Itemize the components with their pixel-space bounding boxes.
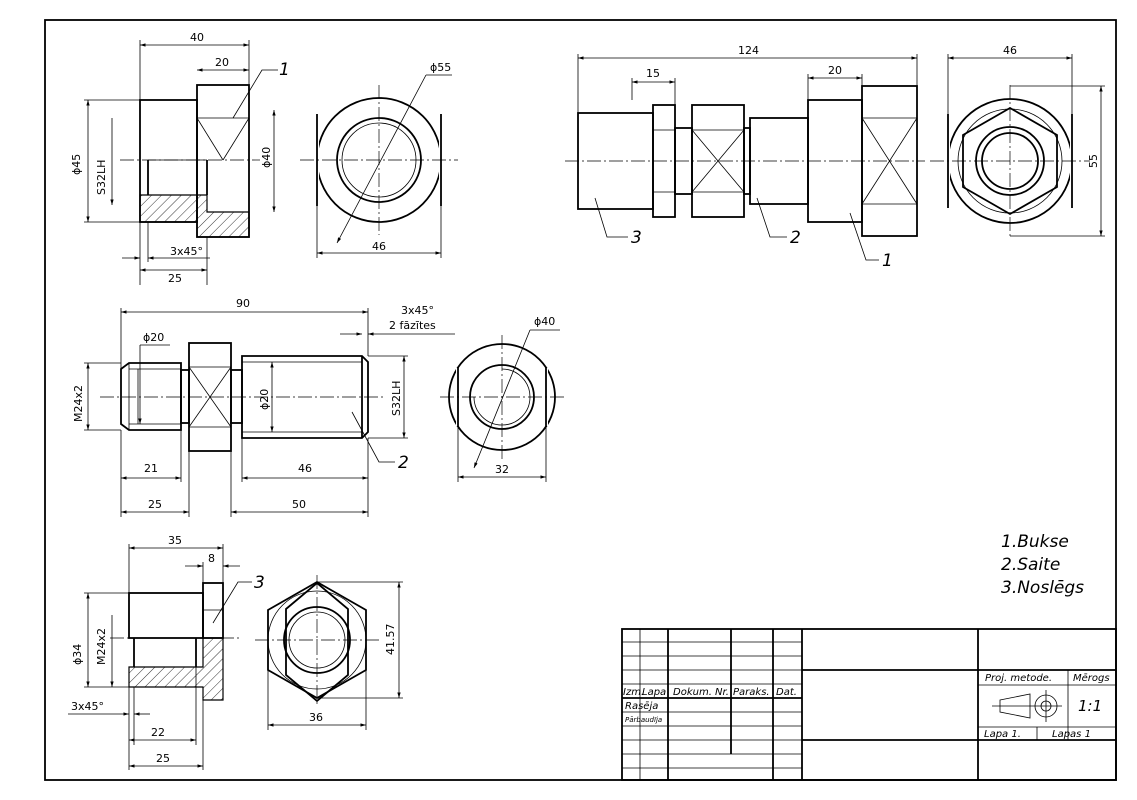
dim-rod-phi20b: ϕ20 [258, 389, 271, 410]
dim-rod-50: 50 [292, 498, 306, 511]
assembly-end-view: 46 55 [930, 44, 1105, 237]
dim-rod-chamfer: 3x45° [401, 304, 434, 317]
callout-3-asm: 3 [631, 228, 642, 248]
dim-rod-phi20a: ϕ20 [143, 331, 164, 344]
projection-symbol-icon [992, 690, 1062, 722]
dim-end-46: 46 [1003, 44, 1017, 57]
bukse-section-view: 40 20 ϕ45 S32LH ϕ40 3x45° 25 1 [70, 31, 290, 285]
dim-cap-25: 25 [156, 752, 170, 765]
dim-cap-8: 8 [208, 552, 215, 565]
dim-cap-35: 35 [168, 534, 182, 547]
dim-asm-124: 124 [738, 44, 759, 57]
dim-v1-chamfer: 3x45° [170, 245, 203, 258]
dim-cap-m24: M24x2 [95, 628, 108, 665]
title-block: Izm. Lapa Dokum. Nr. Paraks. Dat. Rasēja… [621, 628, 1117, 781]
dim-rodview-phi40: ϕ40 [534, 315, 555, 328]
dim-end-55: 55 [1087, 154, 1100, 168]
parts-list-item-3: 3.Noslēgs [1001, 578, 1084, 598]
dim-capview-36: 36 [309, 711, 323, 724]
dim-rod-chamfer-note: 2 fāzītes [389, 319, 436, 332]
callout-3-cap: 3 [254, 573, 265, 593]
assembly-view: 124 15 20 3 2 1 [565, 44, 925, 271]
tb-lapa: Lapa [642, 687, 666, 698]
dim-cap-phi34: ϕ34 [71, 644, 84, 665]
callout-1-asm: 1 [882, 251, 893, 271]
drawing-frame [44, 19, 1117, 781]
tb-scale: 1:1 [1078, 697, 1102, 715]
tb-proj-metode: Proj. metode. [985, 673, 1052, 684]
tb-raseja: Rasēja [625, 701, 658, 712]
dim-v1-25: 25 [168, 272, 182, 285]
tb-dokum: Dokum. Nr. [673, 687, 729, 698]
saite-end-view: ϕ40 32 [440, 315, 565, 482]
dim-cap-chamfer: 3x45° [71, 700, 104, 713]
tb-lapas-1: Lapas 1 [1052, 729, 1091, 740]
dim-rodview-32: 32 [495, 463, 509, 476]
dim-asm-15: 15 [646, 67, 660, 80]
noslegs-end-view: 41.57 36 [255, 575, 403, 730]
dim-rod-46: 46 [298, 462, 312, 475]
tb-izm: Izm. [623, 687, 644, 698]
dim-v1-20: 20 [215, 56, 229, 69]
parts-list-item-2: 2.Saite [1001, 555, 1060, 575]
dim-v1-s32lh: S32LH [95, 160, 108, 195]
dim-cap-22: 22 [151, 726, 165, 739]
dim-rod-25: 25 [148, 498, 162, 511]
callout-2-rod: 2 [398, 453, 409, 473]
callout-1-v1: 1 [279, 60, 290, 80]
saite-rod-view: 90 3x45° 2 fāzītes ϕ20 M24x2 ϕ20 S32LH 2… [72, 297, 455, 517]
dim-v2-phi55: ϕ55 [430, 61, 451, 74]
tb-merogs: Mērogs [1073, 673, 1110, 684]
noslegs-section-view: 35 8 ϕ34 M24x2 3x45° 22 25 3 [68, 534, 265, 770]
callout-2-asm: 2 [790, 228, 801, 248]
dim-v1-phi40: ϕ40 [260, 147, 273, 168]
dim-rod-90: 90 [236, 297, 250, 310]
tb-paraks: Paraks. [733, 687, 770, 698]
dim-rod-s32lh: S32LH [390, 381, 403, 416]
parts-list: 1.Bukse 2.Saite 3.Noslēgs [1001, 532, 1084, 598]
tb-dat: Dat. [776, 687, 797, 698]
dim-v1-phi45: ϕ45 [70, 154, 83, 175]
dim-capview-4157: 41.57 [384, 624, 397, 656]
tb-lapa-1: Lapa 1. [984, 729, 1021, 740]
dim-v1-40: 40 [190, 31, 204, 44]
parts-list-item-1: 1.Bukse [1001, 532, 1069, 552]
dim-rod-m24: M24x2 [72, 385, 85, 422]
bukse-end-view: ϕ55 46 [300, 61, 458, 258]
dim-asm-20: 20 [828, 64, 842, 77]
dim-rod-21: 21 [144, 462, 158, 475]
dim-v2-46: 46 [372, 240, 386, 253]
tb-parbaudija: Pārbaudīja [625, 716, 662, 724]
